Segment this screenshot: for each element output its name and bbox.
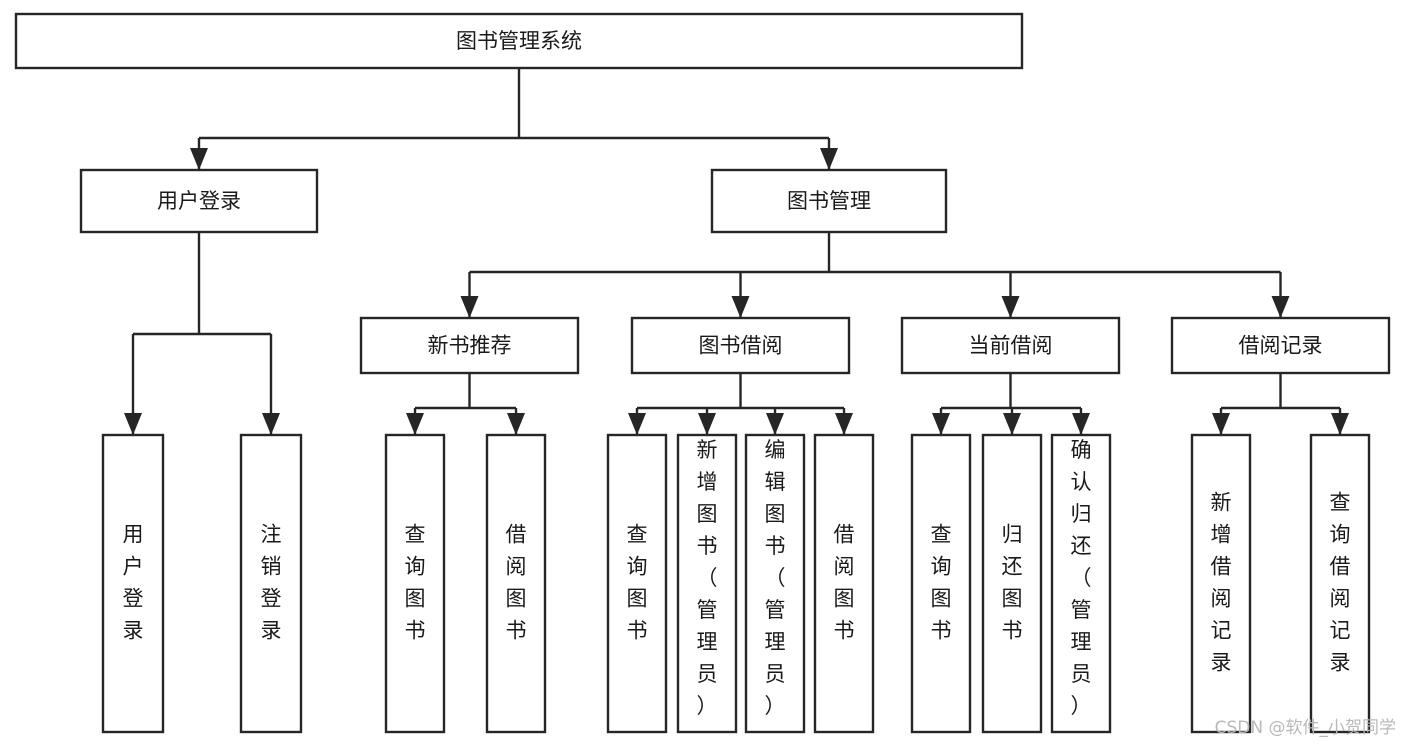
arrow-head-icon: [1331, 413, 1349, 435]
node-logout[interactable]: 注销登录: [239, 433, 303, 734]
node-box-current-borrow: [900, 316, 1121, 375]
node-box-book-borrow: [630, 316, 851, 375]
node-box-add-borrow-record: [1190, 433, 1252, 734]
node-box-query-book-3: [910, 433, 972, 734]
arrow-head-icon: [731, 296, 750, 318]
node-box-borrow-book-1: [485, 433, 547, 734]
arrow-head-icon: [124, 413, 142, 435]
node-box-query-borrow-record: [1309, 433, 1371, 734]
node-label-query-borrow-record: 查询借阅记录: [1330, 491, 1351, 675]
node-box-undefined: [14, 12, 1024, 70]
node-label-return-book: 归还图书: [1002, 523, 1023, 643]
node-borrow-records[interactable]: 借阅记录: [1170, 316, 1391, 375]
arrow-head-icon: [262, 413, 280, 435]
arrow-head-icon: [1072, 413, 1090, 435]
node-box-user-login: [79, 168, 319, 234]
node-borrow-book-2[interactable]: 借阅图书: [813, 433, 875, 734]
node-undefined[interactable]: 图书管理系统: [14, 12, 1024, 70]
node-label-borrow-book-1: 借阅图书: [506, 523, 527, 643]
node-book-borrow[interactable]: 图书借阅: [630, 316, 851, 375]
node-label-confirm-return-admin: 确认归还（管理员）: [1071, 438, 1092, 718]
node-return-book[interactable]: 归还图书: [981, 433, 1043, 734]
node-query-borrow-record[interactable]: 查询借阅记录: [1309, 433, 1371, 734]
node-add-book-admin[interactable]: 新增图书（管理员）: [676, 433, 738, 734]
node-box-book-management: [710, 168, 948, 234]
node-label-borrow-book-2: 借阅图书: [834, 523, 855, 643]
node-box-borrow-records: [1170, 316, 1391, 375]
arrow-head-icon: [406, 413, 424, 435]
node-book-management[interactable]: 图书管理: [710, 168, 948, 234]
node-label-borrow-records: 借阅记录: [1239, 334, 1323, 358]
node-box-query-book-2: [606, 433, 668, 734]
node-confirm-return-admin[interactable]: 确认归还（管理员）: [1050, 433, 1112, 734]
node-user-login[interactable]: 用户登录: [79, 168, 319, 234]
node-current-borrow[interactable]: 当前借阅: [900, 316, 1121, 375]
node-box-new-book-recommend: [359, 316, 580, 375]
node-new-book-recommend[interactable]: 新书推荐: [359, 316, 580, 375]
node-edit-book-admin[interactable]: 编辑图书（管理员）: [744, 433, 806, 734]
node-box-logout: [239, 433, 303, 734]
connector-layer: [124, 68, 1349, 435]
arrow-head-icon: [1001, 296, 1020, 318]
node-label-logout: 注销登录: [261, 523, 282, 643]
arrow-head-icon: [766, 413, 784, 435]
arrow-head-icon: [932, 413, 950, 435]
node-label-query-book-2: 查询图书: [627, 523, 648, 643]
node-query-book-3[interactable]: 查询图书: [910, 433, 972, 734]
node-label-current-borrow: 当前借阅: [969, 334, 1053, 358]
arrow-head-icon: [1271, 296, 1290, 318]
node-label-query-book-3: 查询图书: [931, 523, 952, 643]
node-login[interactable]: 用户登录: [101, 433, 165, 734]
arrow-head-icon: [1212, 413, 1230, 435]
node-query-book-1[interactable]: 查询图书: [384, 433, 446, 734]
arrow-head-icon: [698, 413, 716, 435]
arrow-head-icon: [460, 296, 479, 318]
node-label-add-book-admin: 新增图书（管理员）: [697, 438, 718, 718]
node-label-query-book-1: 查询图书: [405, 523, 426, 643]
node-label-login: 用户登录: [123, 523, 144, 643]
node-box-edit-book-admin: [744, 433, 806, 734]
arrow-head-icon: [628, 413, 646, 435]
node-box-query-book-1: [384, 433, 446, 734]
csdn-watermark: CSDN @软件_小贺同学: [1215, 718, 1396, 738]
node-label-book-borrow: 图书借阅: [699, 334, 783, 358]
arrow-head-icon: [835, 413, 853, 435]
node-box-return-book: [981, 433, 1043, 734]
node-box-confirm-return-admin: [1050, 433, 1112, 734]
node-label-book-management: 图书管理: [787, 189, 871, 213]
node-label-add-borrow-record: 新增借阅记录: [1211, 491, 1232, 675]
node-box-login: [101, 433, 165, 734]
node-label-edit-book-admin: 编辑图书（管理员）: [765, 438, 786, 718]
node-query-book-2[interactable]: 查询图书: [606, 433, 668, 734]
node-label-new-book-recommend: 新书推荐: [428, 334, 512, 358]
node-box-add-book-admin: [676, 433, 738, 734]
arrow-head-icon: [190, 148, 208, 170]
node-add-borrow-record[interactable]: 新增借阅记录: [1190, 433, 1252, 734]
arrow-head-icon: [507, 413, 525, 435]
arrow-head-icon: [820, 148, 838, 170]
node-box-borrow-book-2: [813, 433, 875, 734]
arrow-head-icon: [1003, 413, 1021, 435]
node-layer: 图书管理系统用户登录用户登录注销登录图书管理新书推荐查询图书借阅图书图书借阅查询…: [14, 12, 1391, 734]
node-label-user-login: 用户登录: [157, 189, 241, 213]
node-borrow-book-1[interactable]: 借阅图书: [485, 433, 547, 734]
node-label-undefined: 图书管理系统: [456, 29, 582, 53]
